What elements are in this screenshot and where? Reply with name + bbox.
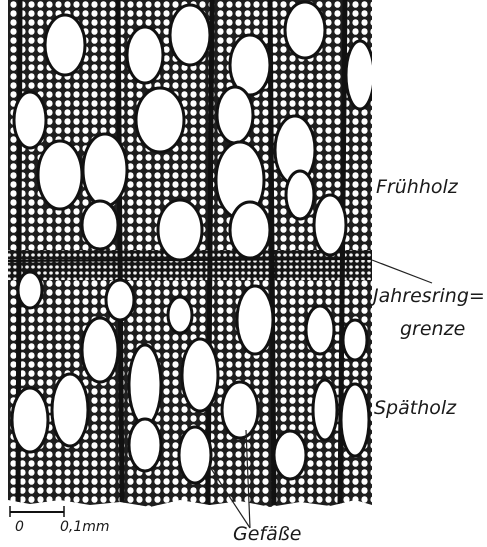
vessel xyxy=(343,320,367,360)
vessel xyxy=(285,2,325,58)
vessel xyxy=(158,200,202,260)
vessel xyxy=(217,87,253,143)
vessel xyxy=(14,92,46,148)
vessel xyxy=(136,88,184,152)
vessel xyxy=(83,134,127,206)
jahresring-leader-line xyxy=(372,260,432,283)
vessel xyxy=(12,388,48,452)
vessel xyxy=(286,171,314,219)
vessel xyxy=(18,272,42,308)
vessel xyxy=(222,382,258,438)
vessel xyxy=(230,202,270,258)
scale-bar-length-label: 0,1mm xyxy=(60,519,110,535)
vessel xyxy=(179,427,211,483)
vessel xyxy=(82,318,118,382)
scale-bar-zero-label: 0 xyxy=(15,519,24,535)
vessel xyxy=(341,384,369,456)
label-jahresringgrenze-line1: Jahresring= xyxy=(373,285,485,307)
vessel xyxy=(38,141,82,209)
vessel xyxy=(127,27,163,83)
label-gefaesse: Gefäße xyxy=(233,523,301,545)
vessel xyxy=(313,380,337,440)
vessel xyxy=(45,15,85,75)
vessel xyxy=(237,286,273,354)
label-spaetholz: Spätholz xyxy=(374,397,456,419)
vessel xyxy=(106,280,134,320)
scale-bar xyxy=(10,506,64,517)
vessel xyxy=(182,339,218,411)
tissue xyxy=(0,0,380,510)
label-jahresringgrenze-line2: grenze xyxy=(400,318,465,340)
vessel xyxy=(168,297,192,333)
vessel xyxy=(52,374,88,446)
vessel xyxy=(274,431,306,479)
vessel xyxy=(129,419,161,471)
label-fruehholz: Frühholz xyxy=(376,176,458,198)
vessel xyxy=(82,201,118,249)
vessel xyxy=(306,306,334,354)
vessel xyxy=(129,345,161,425)
vessel xyxy=(346,41,374,109)
vessel xyxy=(170,5,210,65)
vessel xyxy=(314,195,346,255)
